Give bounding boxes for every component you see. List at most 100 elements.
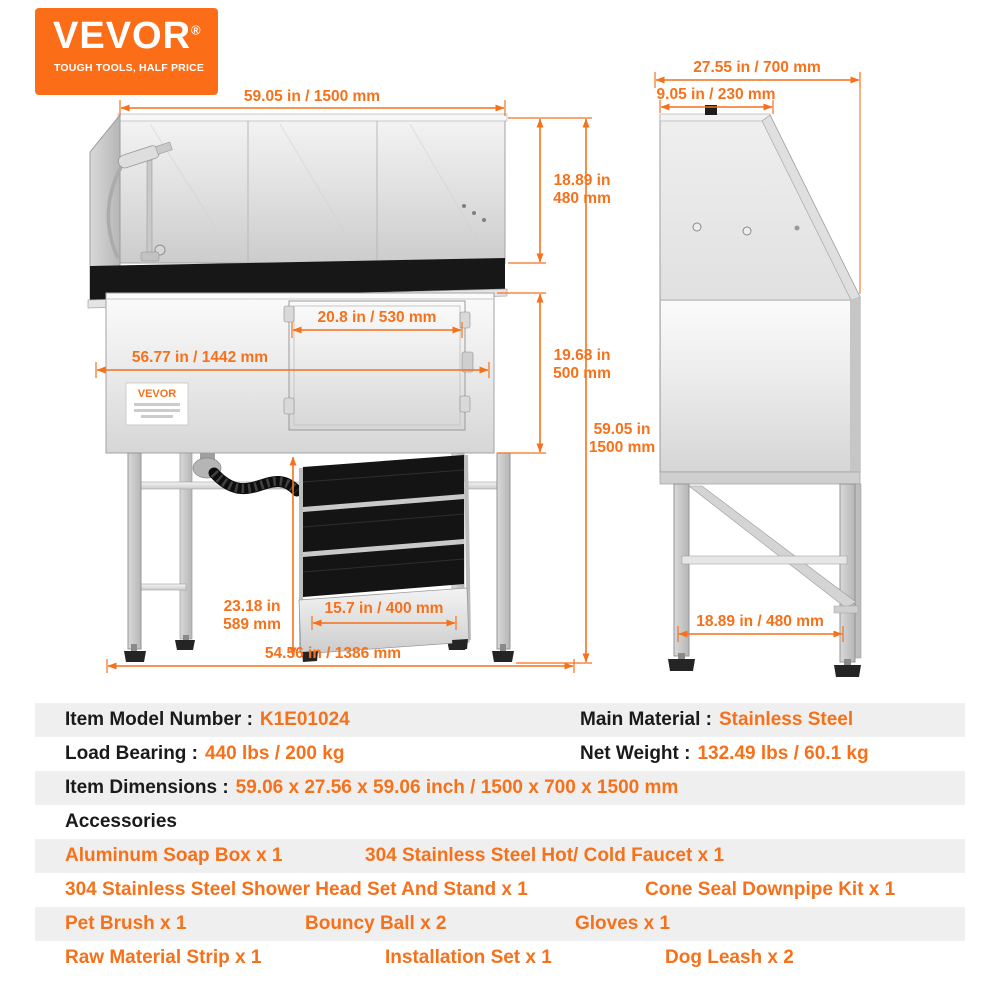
faucet-body: [140, 251, 160, 262]
dim-side-leg-span: 18.89 in / 480 mm: [677, 613, 844, 642]
foot-pad: [492, 651, 514, 662]
spec-row-accessories-title: Accessories: [35, 805, 965, 839]
shower-head: [118, 141, 173, 169]
foot-pad: [302, 651, 318, 662]
spec-value-material: Stainless Steel: [718, 709, 854, 730]
accessory-item: Cone Seal Downpipe Kit x 1: [645, 879, 896, 900]
dim-front-top-width: 59.05 in / 1500 mm: [119, 88, 506, 116]
dim-side-top-depth: 9.05 in / 230 mm: [657, 86, 776, 114]
mount-hole: [472, 211, 476, 215]
tread-rib: [302, 469, 465, 483]
grooming-stairs: [298, 454, 471, 662]
spec-pair: Main Material : Stainless Steel: [580, 703, 853, 737]
basin-top-rim: [117, 113, 508, 122]
foot-pad: [668, 659, 695, 671]
dim-body-width: 56.77 in / 1442 mm: [95, 349, 490, 378]
side-top-rim: [659, 113, 771, 122]
foot-stem: [500, 644, 506, 652]
spec-label-material: Main Material :: [580, 709, 712, 730]
riser-pipe: [146, 159, 153, 261]
accessory-item: Dog Leash x 2: [665, 947, 794, 968]
cross-brace: [133, 583, 187, 591]
accessory-item: Bouncy Ball x 2: [305, 913, 447, 934]
spec-label-dimensions: Item Dimensions :: [65, 777, 229, 798]
dim-label: 18.89 in / 480 mm: [696, 613, 824, 630]
spec-value-load: 440 lbs / 200 kg: [205, 743, 345, 764]
sticker-brand-text: VEVOR: [138, 388, 177, 400]
foot-stem: [678, 653, 685, 661]
dim-label: 27.55 in / 700 mm: [693, 59, 821, 76]
spec-value-weight: 132.49 lbs / 60.1 kg: [697, 743, 869, 764]
foot-stem: [844, 659, 851, 667]
door-inner-line: [293, 305, 461, 426]
accessories-heading: Accessories: [65, 811, 177, 832]
side-right-edge: [850, 297, 860, 472]
foot-pad: [452, 639, 468, 650]
accessory-item: Gloves x 1: [575, 913, 671, 934]
spec-row-load-weight: Load Bearing : 440 lbs / 200 kg Net Weigh…: [35, 737, 965, 771]
sticker-text-line: [141, 415, 173, 418]
mount-hole: [482, 218, 486, 222]
drain-pipe: [200, 453, 215, 462]
spec-pair: Accessories: [65, 805, 177, 839]
spec-row-accessories-2: 304 Stainless Steel Shower Head Set And …: [35, 873, 965, 907]
cabinet-door: [283, 300, 474, 431]
spec-pair: Net Weight : 132.49 lbs / 60.1 kg: [580, 737, 869, 771]
diagonal-brace: [688, 485, 857, 609]
accessory-item: 304 Stainless Steel Shower Head Set And …: [65, 879, 528, 900]
stair-rail: [464, 454, 471, 641]
vevor-sticker: VEVOR: [125, 382, 189, 426]
basin-interior: [90, 258, 505, 302]
spec-label-weight: Net Weight :: [580, 743, 691, 764]
spec-label-load: Load Bearing :: [65, 743, 199, 764]
drain-hose-ribs: [210, 469, 301, 495]
dim-stair-width: 15.7 in / 400 mm: [311, 600, 457, 630]
vent-hole: [742, 226, 752, 236]
dim-basin-height: 18.89 in 480 mm: [508, 117, 611, 264]
dimension-diagram: VEVOR: [87, 59, 862, 677]
foot-pad: [175, 640, 195, 650]
sticker-text-line: [134, 409, 180, 412]
foot-stem: [131, 644, 137, 652]
foot-pad: [834, 665, 861, 677]
tread-rib: [302, 513, 465, 528]
door-hinge: [283, 397, 295, 415]
dim-leg-height: 23.18 in 589 mm: [223, 456, 297, 657]
accessory-item: 304 Stainless Steel Hot/ Cold Faucet x 1: [365, 845, 725, 866]
front-view: VEVOR: [87, 88, 655, 673]
side-base-strip: [659, 471, 861, 485]
door-latch: [461, 351, 474, 373]
door-panel: [288, 300, 466, 431]
dim-label: 1500 mm: [589, 439, 655, 456]
leg: [839, 483, 856, 663]
dim-label: 9.05 in / 230 mm: [657, 86, 776, 103]
logo-wordmark: VEVOR®: [35, 8, 218, 55]
dim-label: 56.77 in / 1442 mm: [132, 349, 268, 366]
sheen-line: [279, 123, 361, 259]
stair-tread: [303, 455, 464, 507]
spec-value-model: K1E01024: [259, 709, 350, 730]
cross-brace: [681, 555, 848, 565]
leg: [127, 452, 142, 650]
spec-row-accessories-3: Pet Brush x 1 Bouncy Ball x 2 Gloves x 1: [35, 907, 965, 941]
registered-mark: ®: [191, 22, 202, 38]
spec-pair: Item Model Number :K1E01024: [65, 703, 350, 737]
spec-table: Item Model Number :K1E01024 Main Materia…: [35, 703, 965, 975]
brace-bracket: [833, 605, 859, 614]
spec-row-dimensions: Item Dimensions : 59.06 x 27.56 x 59.06 i…: [35, 771, 965, 805]
dim-label: 589 mm: [223, 616, 281, 633]
foot-pad: [124, 651, 146, 662]
accessory-item: Aluminum Soap Box x 1: [65, 845, 283, 866]
vevor-logo: VEVOR® TOUGH TOOLS, HALF PRICE: [35, 8, 218, 95]
shower-hose: [106, 161, 126, 259]
logo-tagline: TOUGH TOOLS, HALF PRICE: [54, 62, 205, 74]
spec-value-dimensions: 59.06 x 27.56 x 59.06 inch / 1500 x 700 …: [235, 777, 679, 798]
dim-label: 54.56 in / 1386 mm: [265, 645, 401, 662]
dim-label: 59.05 in / 1500 mm: [244, 88, 380, 105]
leg: [496, 452, 511, 650]
dim-label: 19.68 in: [554, 347, 611, 364]
dim-side-top-width: 27.55 in / 700 mm: [654, 59, 861, 294]
accessory-item: Raw Material Strip x 1: [65, 947, 262, 968]
faucet-shower-set: [106, 141, 173, 262]
dim-base-width: 54.56 in / 1386 mm: [106, 645, 575, 673]
